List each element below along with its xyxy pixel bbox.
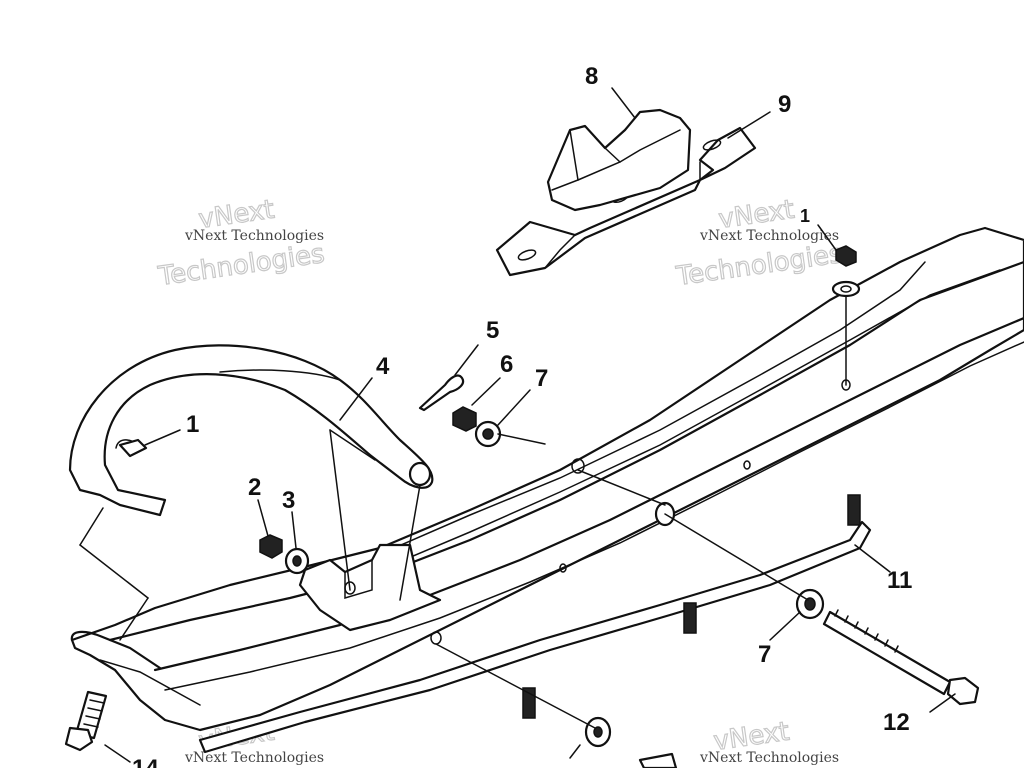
callout-7-upper: 7 [535, 365, 548, 392]
callout-6: 6 [500, 351, 513, 378]
nut-2 [259, 534, 283, 559]
washer-7-lower [795, 588, 825, 620]
watermark-small: vNext Technologies [184, 228, 324, 244]
watermark-small: vNext Technologies [699, 750, 839, 766]
callout-labels: 8 9 1 1 4 5 6 7 2 3 7 11 12 14 [132, 63, 912, 768]
ski-body [70, 226, 1024, 732]
watermark-big-bottom: Technologies [156, 239, 327, 292]
callout-9: 9 [778, 91, 791, 118]
watermark-big-bottom: Technologies [674, 239, 845, 292]
wear-bar [198, 494, 872, 754]
bolt-14 [64, 690, 108, 752]
washer-front-lower [584, 716, 612, 748]
callout-1-handle: 1 [186, 411, 199, 438]
callout-2: 2 [248, 474, 261, 501]
watermark-bottom-right: vNext vNext Technologies [699, 716, 839, 766]
wear-bar-stud-rear [847, 494, 861, 526]
callout-8: 8 [585, 63, 598, 90]
callout-4: 4 [376, 353, 390, 380]
cotter-pin [418, 374, 465, 412]
nut-rear [831, 245, 861, 298]
callout-14: 14 [132, 755, 159, 768]
watermark-left: vNext vNext Technologies Technologies [155, 194, 327, 293]
bolt-front-lower [638, 752, 678, 768]
nut-6 [452, 406, 477, 432]
clip-handle [118, 438, 148, 458]
ski-handle [68, 344, 434, 517]
callout-12: 12 [883, 709, 910, 736]
leader-lines [79, 87, 956, 763]
callout-7-lower: 7 [758, 641, 771, 668]
callout-11: 11 [887, 567, 912, 594]
watermark-small: vNext Technologies [184, 750, 324, 766]
washer-3 [284, 547, 310, 575]
washer-7-upper [474, 420, 502, 448]
callout-3: 3 [282, 487, 295, 514]
watermark-right: vNext vNext Technologies Technologies [673, 194, 845, 293]
callout-1-rear: 1 [800, 206, 810, 226]
rubber-block [546, 108, 692, 212]
watermark-small: vNext Technologies [699, 228, 839, 244]
bolt-12 [822, 609, 980, 706]
wear-bar-stud-mid [683, 602, 697, 634]
callout-5: 5 [486, 317, 499, 344]
